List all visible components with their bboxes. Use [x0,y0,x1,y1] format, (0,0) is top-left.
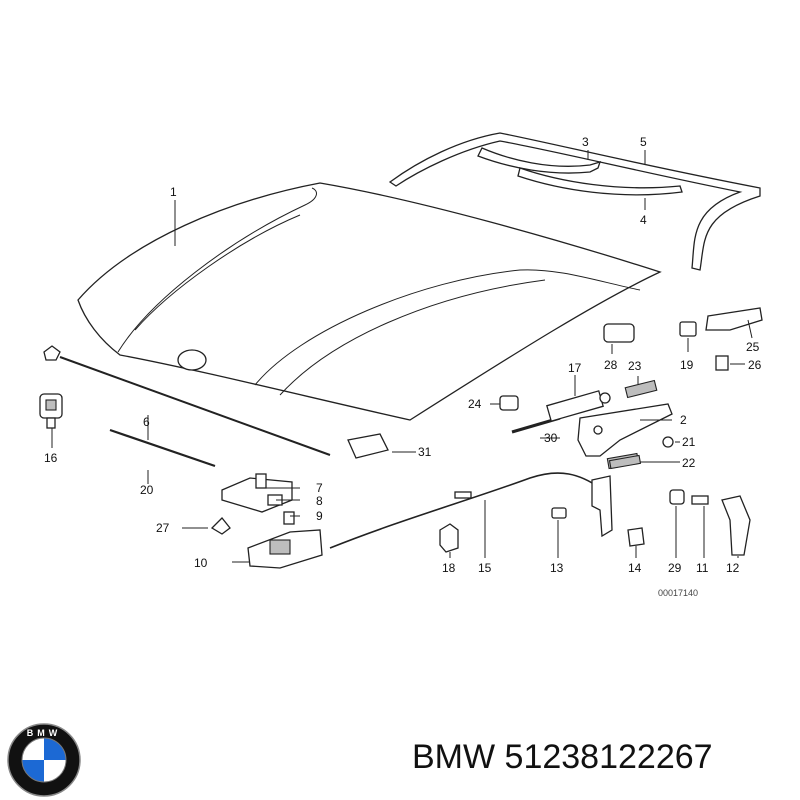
callout-29: 29 [668,561,682,575]
callout-1: 1 [170,185,177,199]
hood-panel [77,182,662,421]
callout-18: 18 [442,561,456,575]
callout-21: 21 [682,435,696,449]
brand-label: BMW [412,738,496,776]
hood-seal [388,132,761,271]
callout-labels: 1 2 3 4 5 6 7 8 9 10 11 12 13 14 15 16 1… [44,135,762,598]
callout-8: 8 [316,494,323,508]
lock-assembly [210,473,323,569]
callout-12: 12 [726,561,740,575]
callout-27: 27 [156,521,170,535]
callout-3: 3 [582,135,589,149]
callout-22: 22 [682,456,696,470]
callout-25: 25 [746,340,760,354]
callout-15: 15 [478,561,492,575]
callout-9: 9 [316,509,323,523]
callout-7: 7 [316,481,323,495]
part-number: 51238122267 [504,738,713,776]
callout-10: 10 [194,556,208,570]
callout-30: 30 [544,431,558,445]
callout-4: 4 [640,213,647,227]
callout-23: 23 [628,359,642,373]
hood-rod [59,356,331,456]
callout-26: 26 [748,358,762,372]
callout-31: 31 [418,445,432,459]
logo-lettering: BMW [27,728,62,738]
release-cable [329,472,601,549]
latch-arm [551,475,645,547]
parts-diagram: 1 2 3 4 5 6 7 8 9 10 11 12 13 14 15 16 1… [39,132,763,598]
callout-11: 11 [696,561,709,575]
callout-6: 6 [143,415,150,429]
leader-lines [51,150,753,563]
callout-24: 24 [468,397,482,411]
callout-5: 5 [640,135,647,149]
part-caption: BMW 51238122267 [412,738,713,777]
drawing-code: 00017140 [658,588,698,598]
callout-13: 13 [550,561,564,575]
bmw-logo: BMW [7,723,81,797]
callout-28: 28 [604,358,618,372]
gas-strut [511,390,611,434]
callout-14: 14 [628,561,642,575]
callout-2: 2 [680,413,687,427]
callout-16: 16 [44,451,58,465]
callout-17: 17 [568,361,582,375]
clip-part [39,393,63,429]
callout-20: 20 [140,483,154,497]
callout-19: 19 [680,358,694,372]
